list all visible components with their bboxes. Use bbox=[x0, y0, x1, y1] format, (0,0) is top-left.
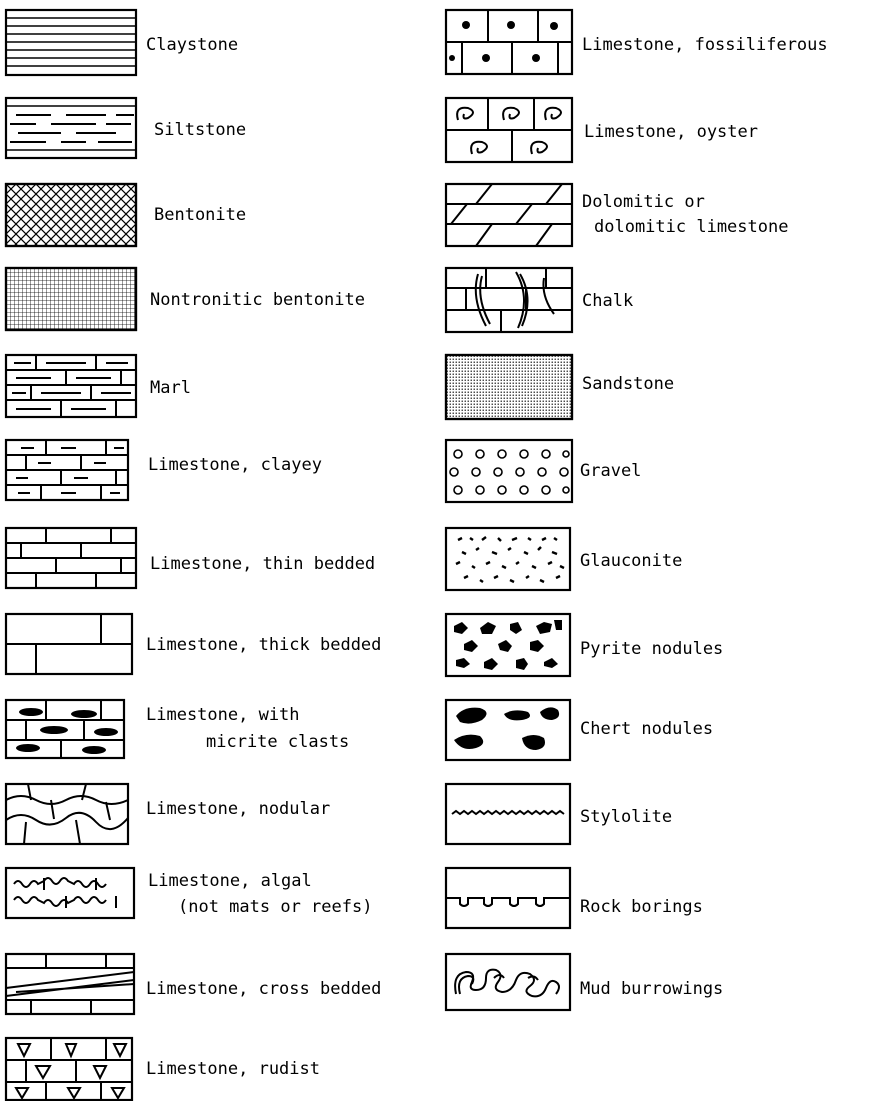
bentonite-symbol bbox=[6, 184, 136, 246]
limestone-micrite-clasts-symbol bbox=[6, 700, 124, 758]
legend-entry-bentonite: Bentonite bbox=[6, 184, 246, 246]
legend-entry-limestone-cross-bedded: Limestone, cross bedded bbox=[6, 954, 381, 1014]
limestone-oyster-label: Limestone, oyster bbox=[584, 122, 758, 142]
mud-burrowings-label: Mud burrowings bbox=[580, 979, 723, 999]
legend-entry-dolomitic-limestone: Dolomitic or dolomitic limestone bbox=[446, 184, 788, 246]
chert-nodules-symbol bbox=[446, 700, 570, 760]
glauconite-symbol bbox=[446, 528, 570, 590]
legend-entry-nontronitic-bentonite: Nontronitic bentonite bbox=[6, 268, 365, 330]
limestone-nodular-symbol bbox=[6, 784, 128, 844]
chalk-label: Chalk bbox=[582, 291, 633, 311]
limestone-fossiliferous-label: Limestone, fossiliferous bbox=[582, 35, 828, 55]
limestone-thin-bedded-symbol bbox=[6, 528, 136, 588]
legend-entry-limestone-thin-bedded: Limestone, thin bedded bbox=[6, 528, 375, 588]
sandstone-symbol bbox=[446, 355, 572, 419]
legend-entry-limestone-rudist: Limestone, rudist bbox=[6, 1038, 320, 1100]
legend-entry-sandstone: Sandstone bbox=[446, 355, 674, 419]
legend-entry-gravel: Gravel bbox=[446, 440, 641, 502]
limestone-micrite-clasts-label-line2: micrite clasts bbox=[206, 732, 349, 752]
limestone-cross-bedded-symbol bbox=[6, 954, 134, 1014]
dolomitic-limestone-label-line1: Dolomitic or bbox=[582, 192, 705, 212]
legend-entry-limestone-algal: Limestone, algal (not mats or reefs) bbox=[6, 868, 372, 918]
limestone-algal-label-line1: Limestone, algal bbox=[148, 871, 312, 891]
legend-entry-siltstone: Siltstone bbox=[6, 98, 246, 158]
stylolite-label: Stylolite bbox=[580, 807, 672, 827]
bentonite-label: Bentonite bbox=[154, 205, 246, 225]
siltstone-label: Siltstone bbox=[154, 120, 246, 140]
rock-borings-label: Rock borings bbox=[580, 897, 703, 917]
legend-entry-limestone-nodular: Limestone, nodular bbox=[6, 784, 330, 844]
legend-entry-chalk: Chalk bbox=[446, 268, 633, 332]
claystone-label: Claystone bbox=[146, 35, 238, 55]
gravel-label: Gravel bbox=[580, 461, 641, 481]
glauconite-label: Glauconite bbox=[580, 551, 682, 571]
limestone-thin-bedded-label: Limestone, thin bedded bbox=[150, 554, 375, 574]
claystone-symbol bbox=[6, 10, 136, 75]
limestone-oyster-symbol bbox=[446, 98, 572, 162]
legend-entry-claystone: Claystone bbox=[6, 10, 238, 75]
sandstone-label: Sandstone bbox=[582, 374, 674, 394]
limestone-cross-bedded-label: Limestone, cross bedded bbox=[146, 979, 381, 999]
marl-label: Marl bbox=[150, 378, 191, 398]
legend-entry-limestone-fossiliferous: Limestone, fossiliferous bbox=[446, 10, 828, 74]
pyrite-nodules-symbol bbox=[446, 614, 570, 676]
limestone-algal-symbol bbox=[6, 868, 134, 918]
nontronitic-bentonite-symbol bbox=[6, 268, 136, 330]
stylolite-symbol bbox=[446, 784, 570, 844]
dolomitic-limestone-symbol bbox=[446, 184, 572, 246]
legend-entry-limestone-clayey: Limestone, clayey bbox=[6, 440, 322, 500]
limestone-micrite-clasts-label-line1: Limestone, with bbox=[146, 705, 300, 725]
legend-entry-stylolite: Stylolite bbox=[446, 784, 672, 844]
marl-symbol bbox=[6, 355, 136, 417]
legend-entry-marl: Marl bbox=[6, 355, 191, 417]
dolomitic-limestone-label-line2: dolomitic limestone bbox=[594, 217, 788, 237]
chalk-symbol bbox=[446, 268, 572, 332]
legend-entry-rock-borings: Rock borings bbox=[446, 868, 703, 928]
nontronitic-bentonite-label: Nontronitic bentonite bbox=[150, 290, 365, 310]
limestone-thick-bedded-label: Limestone, thick bedded bbox=[146, 635, 381, 655]
gravel-symbol bbox=[446, 440, 572, 502]
legend-entry-mud-burrowings: Mud burrowings bbox=[446, 954, 723, 1010]
pyrite-nodules-label: Pyrite nodules bbox=[580, 639, 723, 659]
siltstone-symbol bbox=[6, 98, 136, 158]
legend-entry-limestone-micrite-clasts: Limestone, with micrite clasts bbox=[6, 700, 349, 758]
limestone-rudist-label: Limestone, rudist bbox=[146, 1059, 320, 1079]
chert-nodules-label: Chert nodules bbox=[580, 719, 713, 739]
legend-entry-pyrite-nodules: Pyrite nodules bbox=[446, 614, 723, 676]
legend-entry-limestone-oyster: Limestone, oyster bbox=[446, 98, 758, 162]
rock-borings-symbol bbox=[446, 868, 570, 928]
legend-entry-limestone-thick-bedded: Limestone, thick bedded bbox=[6, 614, 381, 674]
limestone-algal-label-line2: (not mats or reefs) bbox=[178, 897, 372, 917]
limestone-fossiliferous-symbol bbox=[446, 10, 572, 74]
limestone-clayey-label: Limestone, clayey bbox=[148, 455, 322, 475]
limestone-clayey-symbol bbox=[6, 440, 128, 500]
mud-burrowings-symbol bbox=[446, 954, 570, 1010]
limestone-rudist-symbol bbox=[6, 1038, 132, 1100]
limestone-thick-bedded-symbol bbox=[6, 614, 132, 674]
legend-entry-chert-nodules: Chert nodules bbox=[446, 700, 713, 760]
legend-entry-glauconite: Glauconite bbox=[446, 528, 682, 590]
limestone-nodular-label: Limestone, nodular bbox=[146, 799, 330, 819]
